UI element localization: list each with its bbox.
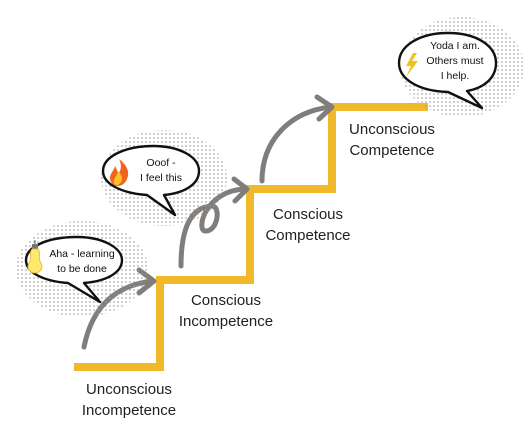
stage-1-line-2: Incompetence [81,402,177,419]
lightbulb-icon [27,240,43,274]
progress-arrow-3-head [314,94,335,122]
stage-label-conscious-competence: Conscious Competence [248,204,368,246]
speech-bubble-aha [16,221,148,317]
stage-label-unconscious-incompetence: Unconscious Incompetence [64,379,194,421]
bubble-ooof-line-2: I feel this [139,172,183,184]
speech-bubble-yoda [397,17,524,117]
stage-4-line-1: Unconscious [349,121,435,138]
staircase-line [74,103,428,371]
fire-icon [110,159,129,186]
bubble-aha-text: Aha - learning to be done [47,247,117,277]
stage-label-unconscious-competence: Unconscious Competence [332,119,452,161]
bubble-aha-line-2: to be done [57,263,107,275]
bubble-yoda-text: Yoda I am. Others must I help. [420,39,490,84]
stage-3-line-1: Conscious [272,206,344,223]
bubble-aha-line-1: Aha - learning [49,248,115,260]
progress-arrow-2-head [231,176,250,204]
bubble-ooof-text: Ooof - I feel this [128,156,194,186]
bubble-yoda-line-3: I help. [440,70,470,82]
progress-arrow-3 [259,104,333,184]
stage-label-conscious-incompetence: Conscious Incompetence [161,290,291,332]
stage-3-line-2: Competence [265,227,351,244]
bubble-yoda-line-1: Yoda I am. [430,40,480,52]
stage-4-line-2: Competence [349,142,435,159]
stage-2-line-2: Incompetence [178,313,274,330]
stage-1-line-1: Unconscious [86,381,172,398]
bubble-yoda-line-2: Others must [426,55,484,67]
stage-2-line-1: Conscious [190,292,262,309]
speech-bubble-ooof [101,130,227,226]
bubble-ooof-line-1: Ooof - [146,157,176,169]
lightning-icon [406,53,418,77]
